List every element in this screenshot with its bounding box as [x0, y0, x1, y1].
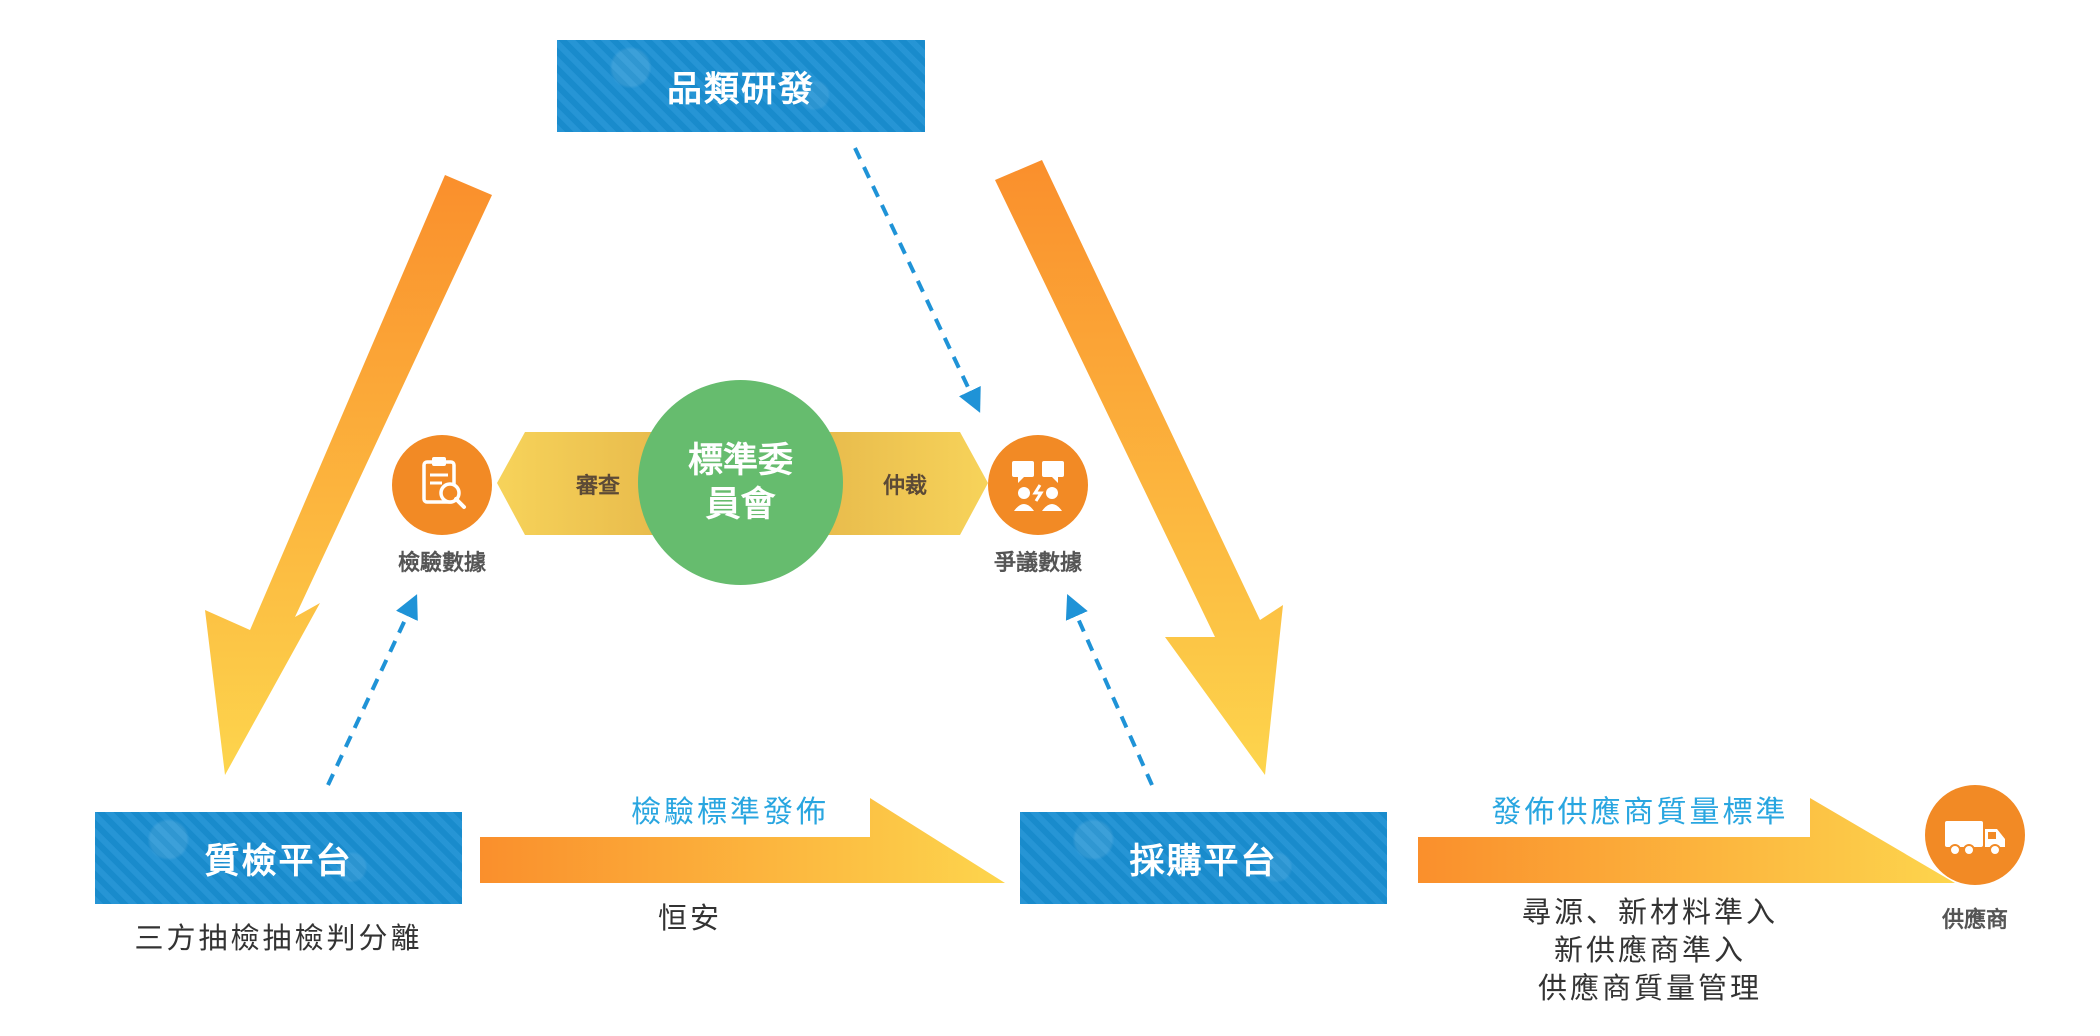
- arrow2-caption-line: 尋源、新材料準入: [1521, 895, 1778, 929]
- inspection-data-circle: [392, 435, 492, 535]
- box-qc-platform: 質檢平台: [95, 812, 462, 904]
- arrow1-label: 檢驗標準發佈: [631, 795, 829, 830]
- flat-arrow-supplier-standard: [1418, 798, 1955, 883]
- dispute-data-circle: [988, 435, 1088, 535]
- hex-right-label: 仲裁: [882, 474, 927, 499]
- dashed-arrow-procurement-to-dispute: [1065, 594, 1154, 786]
- big-arrow-right: [995, 160, 1283, 775]
- arrow2-label: 發佈供應商質量標準: [1491, 795, 1789, 830]
- box-procurement-platform-label: 採購平台: [1129, 841, 1278, 882]
- supplier-circle: [1925, 785, 2025, 885]
- committee-line2: 員會: [705, 484, 776, 525]
- hex-segment-right: [800, 432, 988, 535]
- hex-left-label: 審查: [575, 474, 620, 499]
- box-qc-platform-label: 質檢平台: [204, 841, 353, 882]
- dashed-arrow-top-to-dispute: [853, 147, 981, 413]
- dispute-people-icon: [1012, 461, 1064, 511]
- committee-line1: 標準委: [687, 440, 793, 481]
- hex-segment-left: [497, 432, 680, 535]
- box-category-rd-label: 品類研發: [666, 69, 815, 110]
- qc-platform-caption: 三方抽檢抽檢判分離: [134, 921, 423, 955]
- box-category-rd: 品類研發: [557, 40, 925, 132]
- standards-committee: 標準委 員會: [638, 380, 843, 585]
- truck-icon: [1945, 821, 2005, 856]
- arrow2-caption-line: 新供應商準入: [1553, 933, 1746, 967]
- arrow2-caption-line: 供應商質量管理: [1537, 971, 1762, 1005]
- box-procurement-platform: 採購平台: [1020, 812, 1387, 904]
- flat-arrow-inspection-standard: [480, 798, 1005, 883]
- arrow2-caption: 尋源、新材料準入 新供應商準入 供應商質量管理: [1470, 893, 1830, 1007]
- inspection-data-label: 檢驗數據: [397, 551, 486, 576]
- dashed-arrow-qc-to-inspection: [326, 594, 418, 786]
- arrow1-caption: 恒安: [657, 901, 722, 935]
- clipboard-search-icon: [422, 457, 466, 509]
- dispute-data-label: 爭議數據: [993, 551, 1082, 576]
- supplier-label: 供應商: [1941, 908, 2008, 933]
- big-arrow-left: [205, 175, 492, 775]
